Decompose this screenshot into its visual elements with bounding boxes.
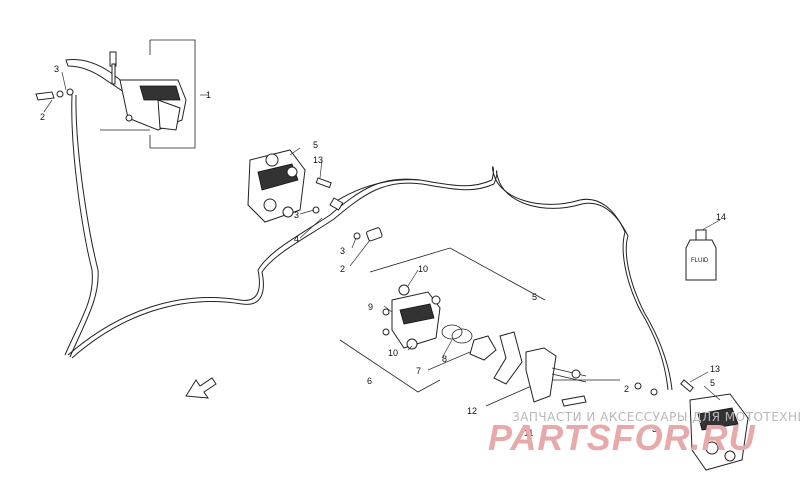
- callout-14: 14: [716, 212, 726, 222]
- callout-5: 5: [313, 140, 318, 150]
- watermark-logo: PARTSFOR.RU: [488, 417, 756, 458]
- callout-3: 3: [340, 246, 345, 256]
- callout-4: 4: [294, 234, 299, 244]
- leader-lines: [43, 71, 721, 401]
- brake-lever-icon: [65, 59, 129, 93]
- bottle-label: FLUID: [691, 258, 709, 264]
- watermark: ЗАПЧАСТИ И АКСЕССУАРЫ ДЛЯ МОТОТЕХНИКИ PA…: [488, 410, 800, 458]
- caliper-exploded-group: [339, 247, 620, 407]
- callout-3: 3: [652, 424, 657, 434]
- callout-10: 10: [418, 264, 428, 274]
- lower-caliper: [634, 379, 749, 471]
- callout-labels: 1 2 3 5 13 3 4 3 2 10 5 9 10 8 7 6 12 11…: [40, 64, 726, 438]
- callout-7: 7: [416, 366, 421, 376]
- fluid-bottle-icon: FLUID: [685, 229, 717, 281]
- callout-1: 1: [206, 90, 211, 100]
- callout-3: 3: [294, 210, 299, 220]
- callout-2: 2: [340, 264, 345, 274]
- callout-5: 5: [532, 292, 537, 302]
- front-arrow-icon: [185, 377, 217, 399]
- callout-5: 5: [710, 378, 715, 388]
- callout-9: 9: [368, 302, 373, 312]
- watermark-tagline: ЗАПЧАСТИ И АКСЕССУАРЫ ДЛЯ МОТОТЕХНИКИ: [512, 410, 800, 424]
- caliper-icon: [247, 149, 383, 242]
- callout-13: 13: [710, 364, 720, 374]
- callout-11: 11: [524, 428, 533, 438]
- brake-line-main: [64, 94, 673, 391]
- callout-8: 8: [442, 354, 447, 364]
- callout-2: 2: [624, 384, 629, 394]
- master-cylinder-assembly: [35, 39, 208, 149]
- callout-12: 12: [467, 406, 477, 416]
- callout-13: 13: [313, 155, 323, 165]
- callout-3: 3: [54, 64, 59, 74]
- callout-6: 6: [367, 376, 372, 386]
- callout-2: 2: [40, 112, 45, 122]
- callout-10: 10: [388, 348, 398, 358]
